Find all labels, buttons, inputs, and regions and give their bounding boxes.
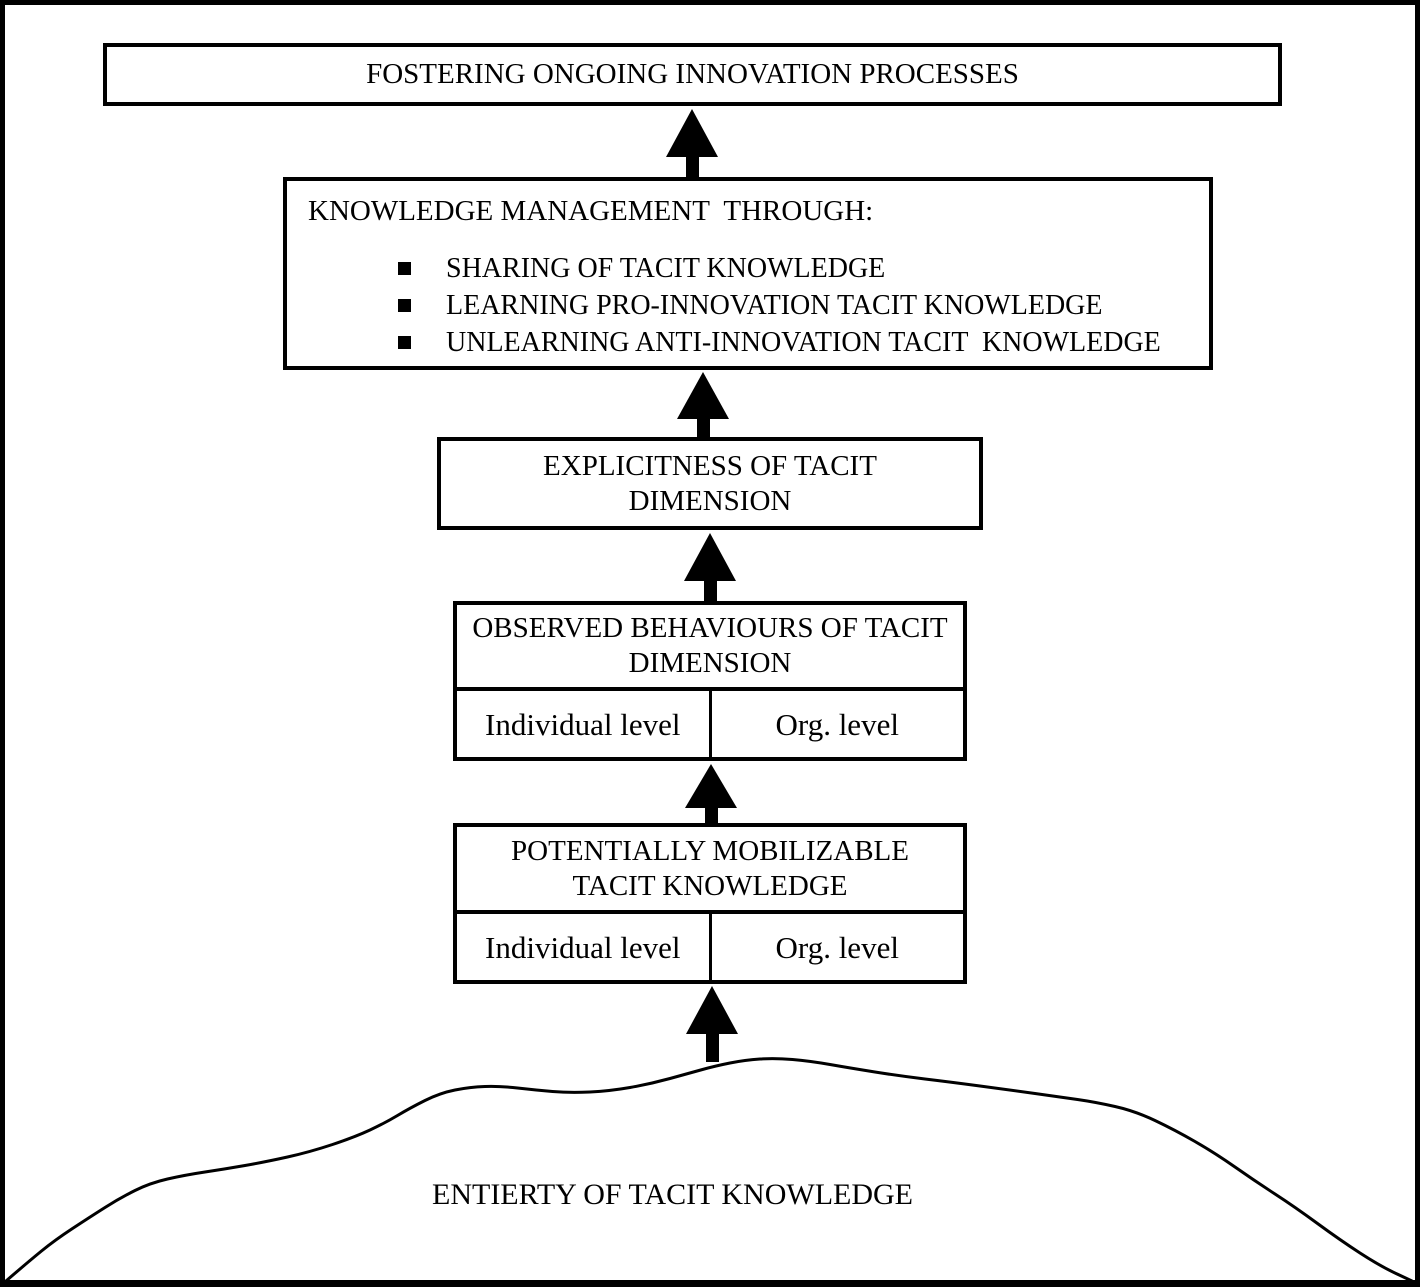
potential-level-row: Individual level Org. level: [457, 910, 963, 980]
fostering-innovation-box: FOSTERING ONGOING INNOVATION PROCESSES: [103, 43, 1282, 106]
arrow-stem: [703, 581, 717, 601]
org-level-cell: Org. level: [708, 691, 964, 757]
explicitness-line1: EXPLICITNESS OF TACIT: [543, 449, 877, 482]
observed-level-row: Individual level Org. level: [457, 687, 963, 757]
km-bullet-list: SHARING OF TACIT KNOWLEDGE LEARNING PRO-…: [287, 250, 1209, 361]
up-arrow-icon: [677, 372, 729, 437]
arrow-head: [677, 372, 729, 419]
potential-line1: POTENTIALLY MOBILIZABLE: [511, 834, 909, 867]
arrow-head: [666, 109, 718, 157]
explicitness-box: EXPLICITNESS OF TACIT DIMENSION: [437, 437, 983, 530]
knowledge-management-box: KNOWLEDGE MANAGEMENT THROUGH: SHARING OF…: [283, 177, 1213, 370]
arrow-stem: [685, 157, 699, 177]
fostering-innovation-label: FOSTERING ONGOING INNOVATION PROCESSES: [366, 58, 1019, 90]
observed-line2: DIMENSION: [628, 647, 792, 679]
arrow-stem: [705, 1034, 719, 1062]
km-bullet-item: LEARNING PRO-INNOVATION TACIT KNOWLEDGE: [287, 287, 1209, 324]
arrow-stem: [704, 808, 718, 823]
arrow-head: [685, 764, 737, 808]
observed-line1: OBSERVED BEHAVIOURS OF TACIT: [472, 612, 948, 644]
square-bullet-icon: [398, 336, 411, 349]
observed-behaviours-header: OBSERVED BEHAVIOURS OF TACIT DIMENSION: [457, 605, 963, 687]
mound-label: ENTIERTY OF TACIT KNOWLEDGE: [432, 1178, 914, 1211]
org-level-cell: Org. level: [708, 914, 964, 980]
up-arrow-icon: [684, 533, 736, 601]
individual-level-cell: Individual level: [485, 929, 681, 965]
observed-behaviours-box: OBSERVED BEHAVIOURS OF TACIT DIMENSION I…: [453, 601, 967, 761]
up-arrow-icon: [686, 986, 738, 1062]
individual-level-cell: Individual level: [485, 706, 681, 742]
potentially-mobilizable-box: POTENTIALLY MOBILIZABLE TACIT KNOWLEDGE …: [453, 823, 967, 984]
square-bullet-icon: [398, 299, 411, 312]
potential-line2: TACIT KNOWLEDGE: [572, 869, 848, 902]
arrow-head: [686, 986, 738, 1034]
mound-curve: [4, 1057, 1414, 1283]
km-bullet-item: UNLEARNING ANTI-INNOVATION TACIT KNOWLED…: [287, 324, 1209, 361]
km-heading: KNOWLEDGE MANAGEMENT THROUGH:: [308, 195, 874, 227]
km-bullet-label: LEARNING PRO-INNOVATION TACIT KNOWLEDGE: [446, 289, 1103, 321]
km-bullet-label: UNLEARNING ANTI-INNOVATION TACIT KNOWLED…: [446, 326, 1161, 358]
up-arrow-icon: [666, 109, 718, 177]
arrow-stem: [696, 419, 710, 437]
up-arrow-icon: [685, 764, 737, 823]
km-bullet-item: SHARING OF TACIT KNOWLEDGE: [287, 250, 1209, 287]
potentially-mobilizable-header: POTENTIALLY MOBILIZABLE TACIT KNOWLEDGE: [457, 827, 963, 910]
arrow-head: [684, 533, 736, 581]
square-bullet-icon: [398, 262, 411, 275]
km-bullet-label: SHARING OF TACIT KNOWLEDGE: [446, 252, 886, 284]
explicitness-line2: DIMENSION: [628, 484, 792, 517]
